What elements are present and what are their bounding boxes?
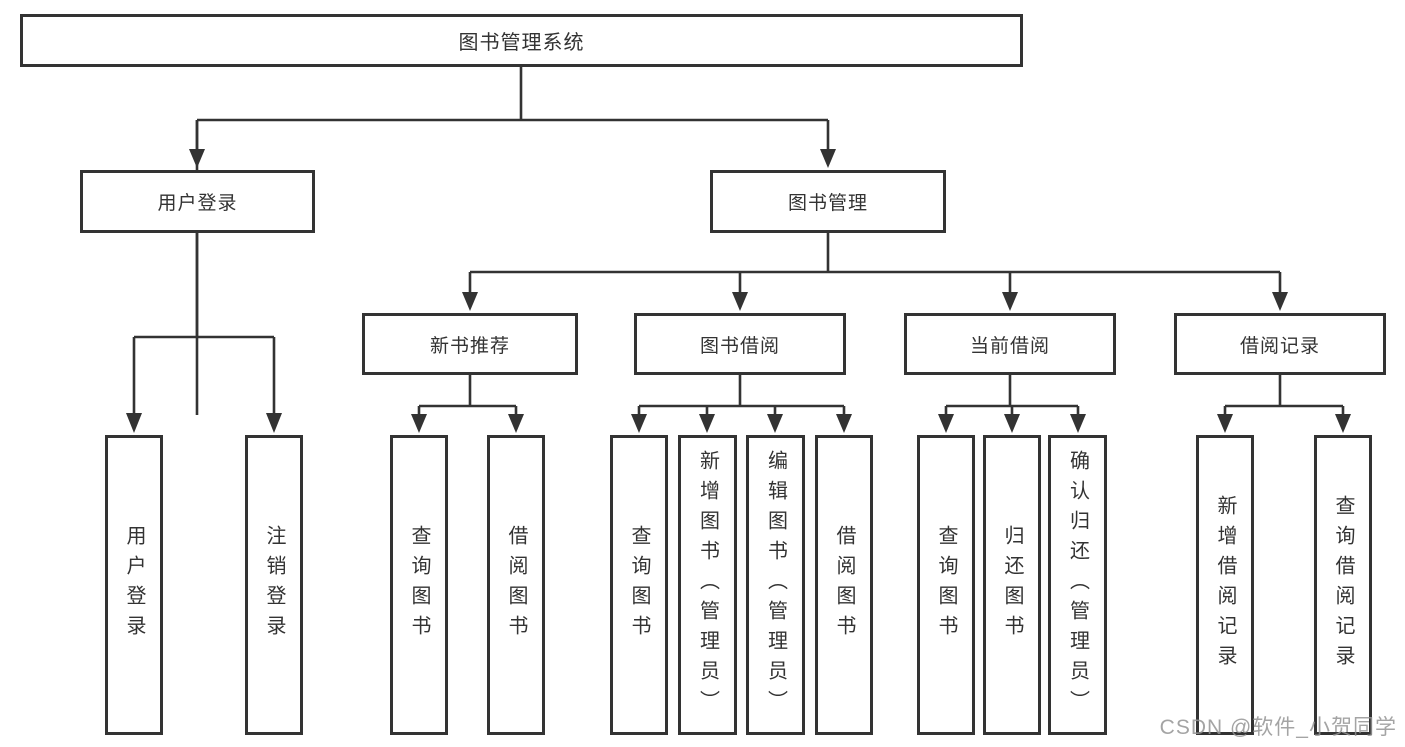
leaf-borrow-query-books: 查询图书 [610, 435, 668, 735]
node-borrow-records: 借阅记录 [1174, 313, 1386, 375]
node-new-book-recommend: 新书推荐 [362, 313, 578, 375]
node-current-borrow: 当前借阅 [904, 313, 1116, 375]
leaf-query-borrow-record: 查询借阅记录 [1314, 435, 1372, 735]
connector-book-borrow-subtree [631, 375, 852, 433]
leaf-recommend-query-books: 查询图书 [390, 435, 448, 735]
leaf-edit-books-admin: 编辑图书（管理员） [746, 435, 805, 735]
node-root: 图书管理系统 [20, 14, 1023, 67]
leaf-user-login: 用户登录 [105, 435, 163, 735]
connector-user-login-subtree [126, 233, 282, 433]
node-book-borrow: 图书借阅 [634, 313, 846, 375]
node-book-management: 图书管理 [710, 170, 946, 233]
csdn-watermark: CSDN @软件_小贺同学 [1159, 716, 1397, 739]
connector-book-management-subtree [462, 233, 1288, 311]
connector-root-arrows [189, 120, 836, 168]
connector-borrow-records-subtree [1217, 375, 1351, 433]
leaf-add-borrow-record: 新增借阅记录 [1196, 435, 1254, 735]
node-user-login: 用户登录 [80, 170, 315, 233]
leaf-add-books-admin: 新增图书（管理员） [678, 435, 737, 735]
leaf-logout: 注销登录 [245, 435, 303, 735]
connector-new-book-recommend-subtree [411, 375, 524, 433]
connector-current-borrow-subtree [938, 375, 1086, 433]
leaf-return-books: 归还图书 [983, 435, 1041, 735]
leaf-recommend-borrow-books: 借阅图书 [487, 435, 545, 735]
leaf-borrow-books: 借阅图书 [815, 435, 873, 735]
leaf-confirm-return-admin: 确认归还（管理员） [1048, 435, 1107, 735]
leaf-current-query-books: 查询图书 [917, 435, 975, 735]
